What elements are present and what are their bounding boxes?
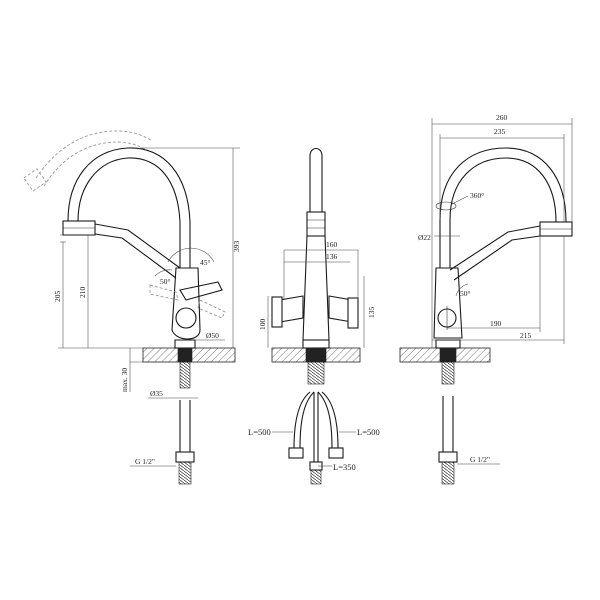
front-view: 160 136 100 135 L=500 L=500 L=350 — [248, 147, 380, 485]
dim-thread: G 1/2" — [135, 457, 155, 466]
hose-right-inner — [317, 391, 333, 449]
dim-max-thickness: max. 30 — [120, 368, 129, 392]
front-spout — [309, 147, 323, 212]
base-flange — [174, 339, 196, 349]
hose-fitting — [175, 451, 195, 463]
spout-ghost-inner — [43, 141, 149, 187]
dim-front-width-136: 136 — [326, 252, 338, 261]
dim-hole-diameter: Ø35 — [150, 389, 163, 398]
dim-spout-reach: 235 — [494, 127, 506, 136]
front-spout-collar — [306, 211, 326, 237]
dim-angle-50: 50° — [160, 277, 171, 286]
dim-spout-diameter: Ø22 — [418, 233, 431, 242]
hose-left-inner — [299, 391, 315, 449]
dim-spout-height: 210 — [78, 287, 87, 299]
spout-inner — [77, 157, 181, 268]
side-view: 393 210 205 45° 50° Ø50 max. 30 Ø35 G 1/… — [23, 130, 241, 485]
dim-front-height-100: 100 — [258, 319, 267, 331]
spout-ghost-outline — [35, 130, 153, 179]
aerator-ghost — [23, 168, 47, 192]
spout-outline — [67, 147, 191, 268]
dim-total-width: 260 — [496, 113, 508, 122]
faucet-body — [171, 267, 201, 340]
dim-height: 393 — [232, 241, 241, 253]
right-spout-inner — [449, 157, 557, 268]
dim-right-thread: G 1/2" — [470, 455, 490, 464]
threaded-rod — [179, 361, 191, 389]
dim-right-angle: 50° — [460, 289, 471, 298]
filter-arm — [94, 223, 181, 279]
rear-view: 260 235 360° Ø22 50° 190 215 G 1/2" — [399, 113, 573, 485]
right-body — [433, 267, 463, 339]
front-lever-left — [279, 295, 304, 323]
dim-front-width-160: 160 — [326, 240, 338, 249]
right-spout-outline — [439, 147, 567, 268]
dim-angle-45: 45° — [200, 258, 211, 267]
right-filter-arm — [449, 225, 541, 281]
hose-left — [293, 391, 311, 449]
lever-ghost — [149, 284, 226, 319]
hose-right — [321, 391, 339, 449]
dim-rotation: 360° — [470, 191, 484, 200]
front-lever-right-cap — [347, 297, 359, 329]
hose-nut — [178, 461, 192, 485]
front-lever-left-cap — [271, 296, 283, 328]
mount-nut — [177, 347, 193, 363]
dim-hose-center: L=350 — [333, 462, 356, 472]
dim-front-height-135: 135 — [367, 307, 376, 319]
dim-width-190: 190 — [490, 319, 502, 328]
front-threaded-rod — [307, 361, 325, 385]
lever-main — [179, 281, 223, 301]
dim-base-height: 205 — [53, 291, 62, 303]
dim-hose-right: L=500 — [357, 427, 380, 437]
body-knob — [175, 307, 197, 329]
dim-base-diameter: Ø50 — [206, 331, 219, 340]
dim-hose-left: L=500 — [248, 427, 271, 437]
dim-width-215: 215 — [520, 331, 532, 340]
